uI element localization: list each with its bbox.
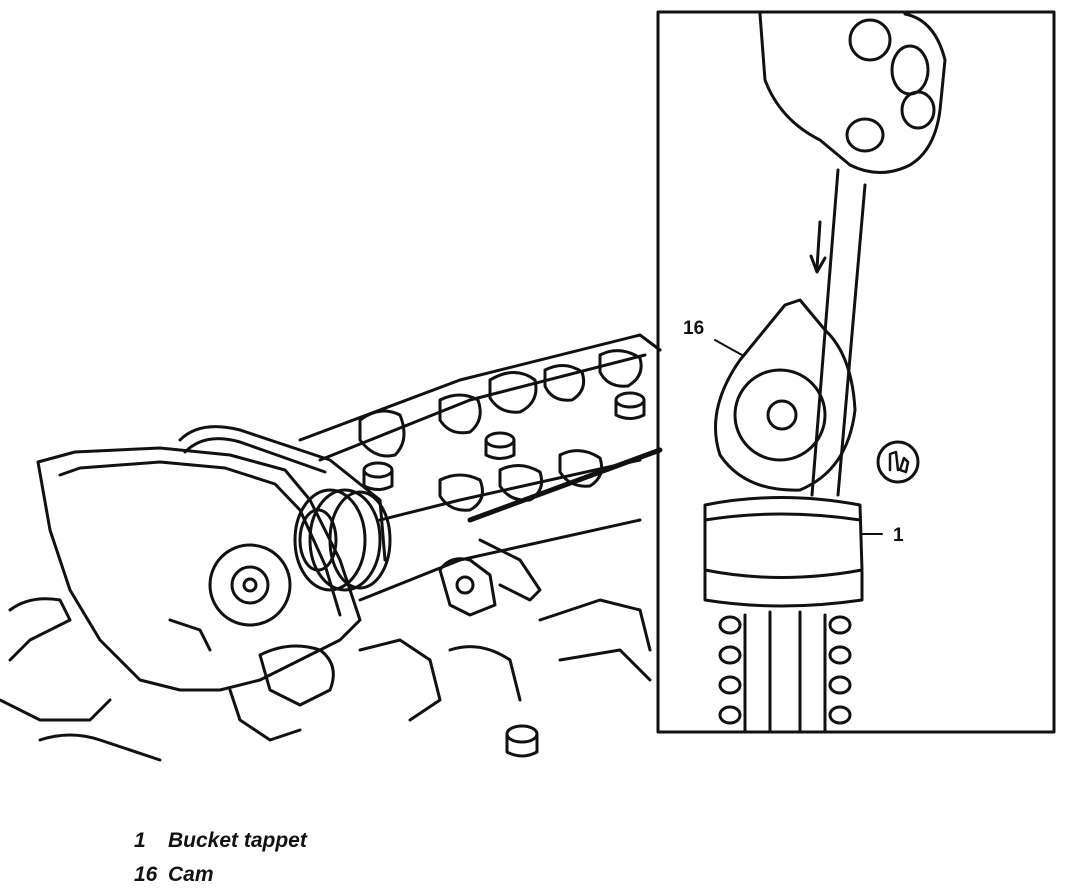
- hand-pointer-icon: [876, 440, 920, 484]
- detail-inset-frame: [656, 10, 1056, 734]
- detail-inset: [703, 12, 947, 734]
- legend-number: 1: [134, 829, 146, 852]
- legend-label: Cam: [168, 863, 214, 886]
- callout-tappet: 1: [893, 525, 904, 546]
- valve-spring: [718, 610, 852, 734]
- legend-item: 1 Bucket tappet: [134, 824, 307, 858]
- engine-cylinder-head: [0, 333, 663, 762]
- legend-label: Bucket tappet: [168, 829, 307, 852]
- bucket-tappet: [703, 496, 864, 608]
- legend-item: 16 Cam: [134, 858, 307, 892]
- legend-number: 16: [134, 863, 158, 886]
- callout-cam: 16: [683, 318, 704, 339]
- arrow-down-icon: [809, 220, 827, 274]
- legend: 1 Bucket tappet 16 Cam: [134, 824, 307, 892]
